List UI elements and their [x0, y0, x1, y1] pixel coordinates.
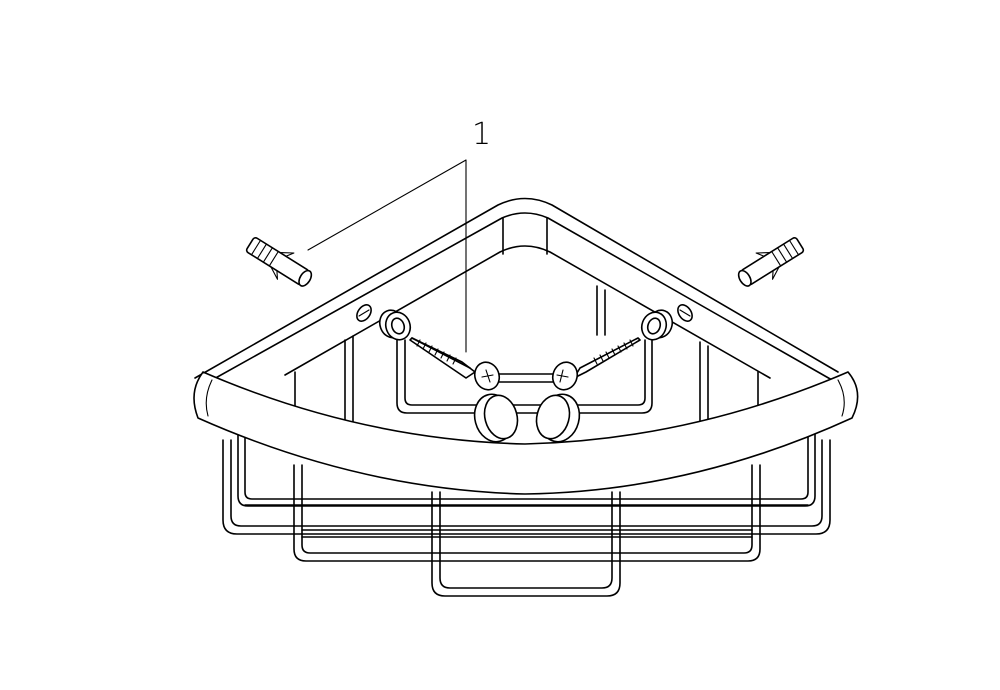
basket-wire-frame — [222, 429, 831, 597]
spacer-right — [640, 309, 674, 341]
callout-leader-lines — [307, 159, 467, 353]
wall-plug-left — [245, 237, 313, 287]
cover-cap-left — [473, 393, 519, 443]
cover-cap-right — [535, 393, 581, 443]
spacer-left — [378, 309, 412, 341]
screw-right — [498, 337, 641, 391]
wall-plug-right — [737, 237, 805, 287]
basket-rim — [193, 197, 859, 495]
screw-left — [409, 337, 501, 391]
callout-1-label: 1 — [472, 117, 492, 152]
